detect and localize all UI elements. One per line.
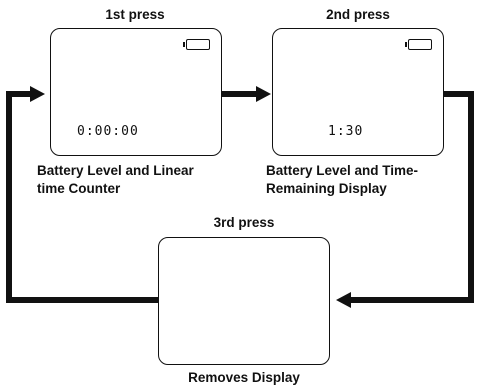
panel-3-title: 3rd press xyxy=(213,215,275,230)
panel-2-title: 2nd press xyxy=(326,7,390,22)
arrow-1-to-2 xyxy=(222,86,271,102)
panel-1-caption: Battery Level and Linear time Counter xyxy=(37,162,194,198)
battery-icon xyxy=(183,39,210,50)
panel-1-title: 1st press xyxy=(105,7,165,22)
panel-2-caption-line-2: Remaining Display xyxy=(266,181,387,196)
arrow-3-to-1 xyxy=(6,86,158,303)
panel-3-caption: Removes Display xyxy=(188,370,300,385)
panel-1-caption-line-2: time Counter xyxy=(37,181,121,196)
panel-1-screen: 0:00:00 xyxy=(50,28,222,156)
panel-2-caption: Battery Level and Time- Remaining Displa… xyxy=(266,162,418,198)
panel-2-caption-line-1: Battery Level and Time- xyxy=(266,163,419,178)
panel-3-screen xyxy=(158,237,330,365)
panel-2-screen: 1:30 xyxy=(272,28,444,156)
battery-icon xyxy=(405,39,432,50)
panel-2-readout: 1:30 xyxy=(328,124,364,139)
arrow-2-to-3 xyxy=(336,91,474,308)
panel-1-caption-line-1: Battery Level and Linear xyxy=(37,163,194,178)
panel-1-readout: 0:00:00 xyxy=(77,124,139,139)
